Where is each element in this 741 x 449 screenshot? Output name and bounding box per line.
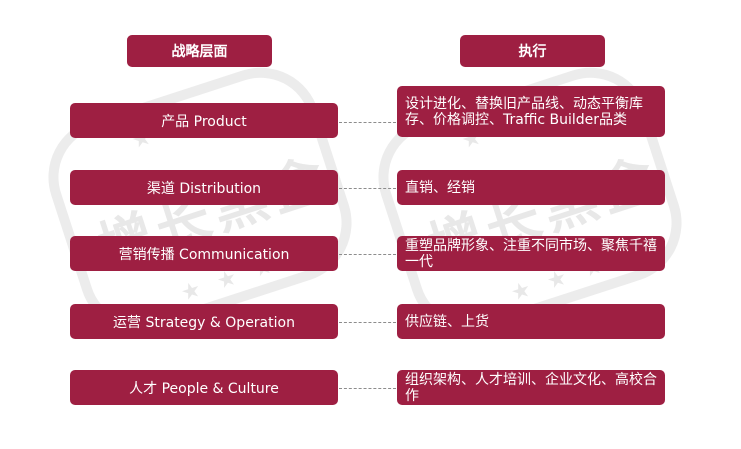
strategy-box-operation: 运营 Strategy & Operation — [70, 304, 338, 339]
strategy-box-distribution: 渠道 Distribution — [70, 170, 338, 205]
execution-box-product: 设计进化、替换旧产品线、动态平衡库存、价格调控、Traffic Builder品… — [397, 86, 665, 137]
strategy-box-communication: 营销传播 Communication — [70, 236, 338, 271]
connector-communication — [339, 254, 396, 255]
execution-box-communication: 重塑品牌形象、注重不同市场、聚焦千禧一代 — [397, 236, 665, 271]
header-strategy: 战略层面 — [127, 35, 272, 67]
strategy-box-people: 人才 People & Culture — [70, 370, 338, 405]
execution-box-distribution: 直销、经销 — [397, 170, 665, 205]
execution-box-operation: 供应链、上货 — [397, 304, 665, 339]
connector-people — [339, 388, 396, 389]
connector-distribution — [339, 188, 396, 189]
header-execution: 执行 — [460, 35, 605, 67]
execution-box-people: 组织架构、人才培训、企业文化、高校合作 — [397, 370, 665, 405]
strategy-box-product: 产品 Product — [70, 103, 338, 138]
connector-product — [339, 122, 396, 123]
connector-operation — [339, 322, 396, 323]
